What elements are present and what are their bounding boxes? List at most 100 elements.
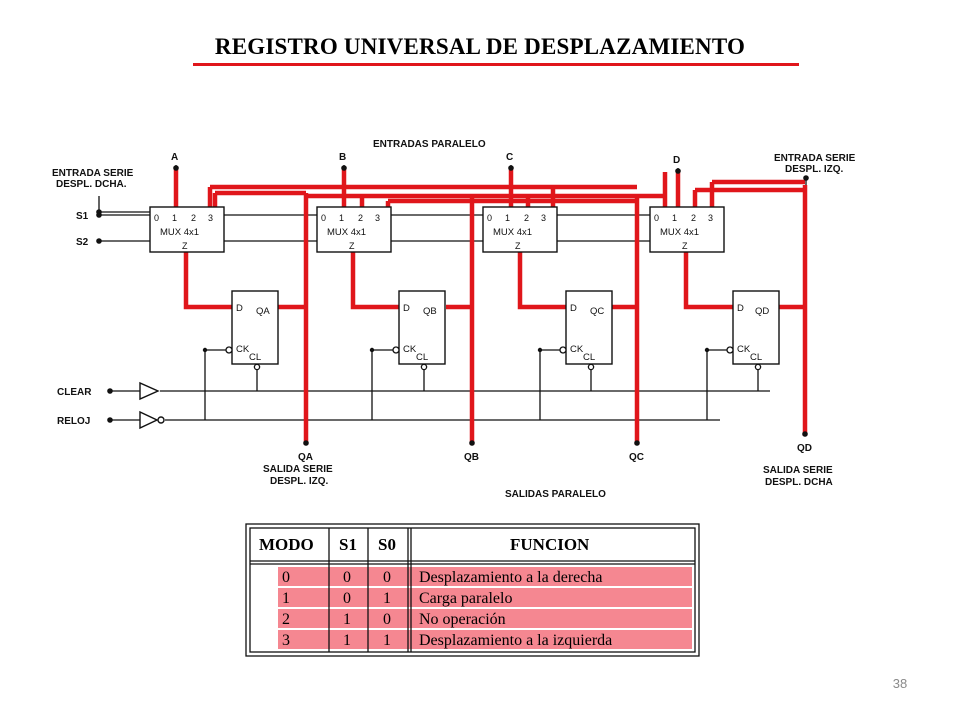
mux-labels: 0 1 2 3 MUX 4x1 Z 0 1 2 3 MUX 4x1 Z 0 1 … [154, 213, 713, 251]
cell-s1: 1 [343, 632, 351, 649]
output-qb-label: QB [464, 452, 479, 463]
cell-s0: 1 [383, 632, 391, 649]
ff-ck-label: CK [236, 344, 250, 355]
ff-q-label: QA [256, 306, 270, 317]
mux-pin-label: 0 [487, 213, 492, 223]
ff-cl-label: CL [750, 352, 762, 363]
clock-inverter [139, 410, 159, 430]
mux-name: MUX 4x1 [493, 227, 532, 238]
input-d-label: D [673, 155, 680, 166]
serial-left-label-line2: DESPL. IZQ. [785, 164, 844, 175]
output-right-label-line2: DESPL. DCHA [765, 477, 833, 488]
ff-cl-label: CL [583, 352, 595, 363]
mux-pin-label: 1 [505, 213, 510, 223]
cell-function: Carga paralelo [419, 590, 512, 607]
flipflop-b [398, 290, 446, 365]
input-c-label: C [506, 152, 513, 163]
mux-name: MUX 4x1 [327, 227, 366, 238]
output-qc-label: QC [629, 452, 644, 463]
ff-d-label: D [737, 303, 744, 314]
clear-label: CLEAR [57, 387, 92, 398]
ff-d-label: D [570, 303, 577, 314]
mux-pin-label: 2 [191, 213, 196, 223]
parallel-inputs-label: ENTRADAS PARALELO [373, 139, 486, 150]
mux-output-label: Z [515, 241, 521, 251]
cell-s1: 0 [343, 590, 351, 607]
mux-name: MUX 4x1 [660, 227, 699, 238]
flipflop-c [565, 290, 613, 365]
mux-pin-label: 2 [691, 213, 696, 223]
ff-cl-label: CL [416, 352, 428, 363]
table-row: 2 1 0 No operación [282, 611, 506, 628]
ff-q-label: QB [423, 306, 437, 317]
output-right-label-line1: SALIDA SERIE [763, 465, 833, 476]
flipflop-labels: D QA CK CL D QB CK CL D QC CK CL D QD CK… [236, 303, 769, 363]
mux-c [482, 206, 558, 253]
slide-number: 38 [892, 676, 908, 691]
cell-s1: 0 [343, 569, 351, 586]
cell-mode: 1 [282, 590, 290, 607]
cell-s0: 0 [383, 569, 391, 586]
table-row: 3 1 1 Desplazamiento a la izquierda [282, 632, 612, 649]
ff-cl-label: CL [249, 352, 261, 363]
cell-function: No operación [419, 611, 506, 628]
mux-pin-label: 1 [672, 213, 677, 223]
ff-ck-label: CK [570, 344, 584, 355]
cell-mode: 0 [282, 569, 290, 586]
mux-pin-label: 0 [654, 213, 659, 223]
mux-pin-label: 3 [541, 213, 546, 223]
mux-pin-label: 0 [154, 213, 159, 223]
cell-function: Desplazamiento a la izquierda [419, 632, 612, 649]
mux-pin-label: 2 [358, 213, 363, 223]
terminal-dots [96, 165, 809, 446]
table-row: 1 0 1 Carga paralelo [282, 590, 512, 607]
mux-name: MUX 4x1 [160, 227, 199, 238]
output-qa-label: QA [298, 452, 313, 463]
slide-title: REGISTRO UNIVERSAL DE DESPLAZAMIENTO [214, 34, 746, 59]
input-b-label: B [339, 152, 346, 163]
output-left-label-line2: DESPL. IZQ. [270, 476, 329, 487]
title-underline [193, 63, 799, 66]
mux-b [316, 206, 392, 253]
mux-pin-label: 3 [375, 213, 380, 223]
ff-ck-label: CK [737, 344, 751, 355]
clear-buffer [139, 381, 160, 401]
diagram-labels: ENTRADAS PARALELO A B C D ENTRADA SERIE … [52, 139, 856, 500]
cell-function: Desplazamiento a la derecha [419, 569, 602, 586]
serial-right-label-line1: ENTRADA SERIE [52, 168, 134, 179]
table-header-function: FUNCION [510, 535, 590, 554]
mux-pin-label: 3 [708, 213, 713, 223]
output-left-label-line1: SALIDA SERIE [263, 464, 333, 475]
cell-mode: 2 [282, 611, 290, 628]
mux-d [649, 206, 725, 253]
mux-output-label: Z [349, 241, 355, 251]
mux-a [149, 206, 225, 253]
mux-blocks [149, 206, 725, 253]
flipflop-blocks [231, 290, 780, 365]
serial-left-label-line1: ENTRADA SERIE [774, 153, 856, 164]
flipflop-clock-bubbles [225, 346, 762, 371]
table-header-mode: MODO [259, 535, 314, 554]
input-a-label: A [171, 152, 178, 163]
mux-pin-label: 3 [208, 213, 213, 223]
flipflop-d [732, 290, 780, 365]
mux-output-label: Z [182, 241, 188, 251]
ff-q-label: QD [755, 306, 769, 317]
cell-s0: 0 [383, 611, 391, 628]
mux-pin-label: 1 [339, 213, 344, 223]
serial-right-label-line2: DESPL. DCHA. [56, 179, 127, 190]
ff-q-label: QC [590, 306, 604, 317]
mux-pin-label: 1 [172, 213, 177, 223]
cell-s0: 1 [383, 590, 391, 607]
table-row-highlights [278, 567, 692, 649]
control-buffers [139, 381, 165, 430]
select-s1-label: S1 [76, 211, 89, 222]
flipflop-a [231, 290, 279, 365]
table-header-s0: S0 [378, 535, 396, 554]
select-s2-label: S2 [76, 237, 89, 248]
ff-ck-label: CK [403, 344, 417, 355]
ff-d-label: D [403, 303, 410, 314]
cell-s1: 1 [343, 611, 351, 628]
mux-output-label: Z [682, 241, 688, 251]
